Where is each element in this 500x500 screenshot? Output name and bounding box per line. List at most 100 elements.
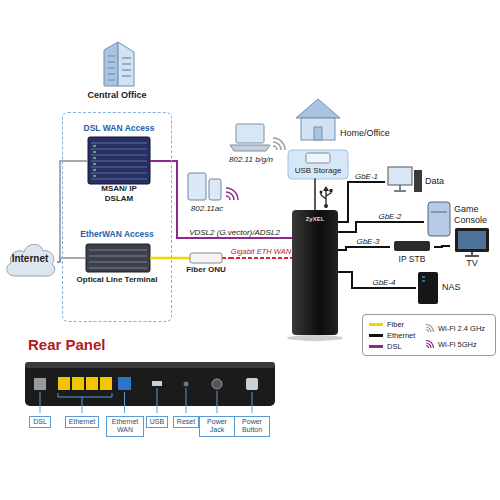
console-icon xyxy=(428,202,450,236)
router-shadow xyxy=(287,335,343,341)
legend-item: DSL xyxy=(369,341,402,351)
building-windows xyxy=(108,56,131,80)
edge-label: GbE-4 xyxy=(371,278,396,287)
stb-icon xyxy=(394,241,430,251)
port-label: USB xyxy=(146,416,168,428)
port-label: DSL xyxy=(29,416,51,428)
node-text: 802.11ac xyxy=(182,204,232,214)
olt-slots xyxy=(89,250,147,268)
ethernet-port xyxy=(72,377,84,390)
node-text: 802.11 b/g/n xyxy=(222,155,280,165)
house-body xyxy=(301,118,335,140)
node-text: Optical Line Terminal xyxy=(68,275,166,285)
legend-swatch xyxy=(369,345,383,348)
onu-box xyxy=(190,253,222,263)
legend-item: Wi-Fi 2.4 GHz xyxy=(425,323,485,333)
port-label: Power Button xyxy=(234,416,270,437)
onu-device: Fiber ONU xyxy=(182,252,230,275)
dslam-device: DSL WAN AccessMSAN/ IP DSLAM xyxy=(79,123,159,203)
power-jack xyxy=(212,379,222,389)
node-text: Internet xyxy=(3,253,57,265)
legend-swatch xyxy=(369,323,383,326)
port-label: Ethernet xyxy=(65,416,99,428)
node-text: Game Console xyxy=(454,204,494,226)
laptop-screen xyxy=(236,124,264,143)
rack-slots xyxy=(91,143,147,179)
usb-storage: USB Storage xyxy=(288,150,348,179)
tv-stand xyxy=(465,252,479,256)
node-text: Reset xyxy=(177,418,195,426)
dsl-port xyxy=(34,378,46,390)
usb-symbol xyxy=(324,204,328,208)
wifi-waves xyxy=(426,324,434,332)
pc-stand xyxy=(394,185,406,191)
leader-line xyxy=(40,388,252,413)
wan-port xyxy=(118,377,131,390)
node-text: USB Storage xyxy=(288,166,348,176)
connector xyxy=(230,257,292,259)
laptop: 802.11 b/g/n xyxy=(222,122,280,165)
node-text: Home/Office xyxy=(340,128,390,139)
connector xyxy=(159,161,292,238)
node-text: Fiber ONU xyxy=(182,265,230,275)
tablet-icon xyxy=(188,173,206,200)
wire-stub xyxy=(222,257,230,259)
rear-panel-top xyxy=(25,362,275,368)
edge-label: Gigabit ETH WAN xyxy=(230,248,292,257)
office-region: Central OfficeDSL WAN AccessMSAN/ IP DSL… xyxy=(62,38,172,322)
nas: NAS xyxy=(416,270,461,306)
ethernet-port xyxy=(100,377,112,390)
nas-leds xyxy=(422,277,425,281)
wifi-24-waves xyxy=(273,138,285,150)
wire-stub xyxy=(182,257,190,260)
reset-hole xyxy=(184,382,189,387)
ethernet-port xyxy=(58,377,70,390)
node-text: USB xyxy=(150,418,164,426)
wire-stub xyxy=(150,160,159,162)
node-text: Ethernet WAN xyxy=(110,418,140,435)
wire-stub xyxy=(68,257,86,259)
usb-storage-panel xyxy=(288,150,348,179)
dashed-frame xyxy=(62,112,172,322)
node-text: Power Button xyxy=(238,418,266,435)
port-label: Reset xyxy=(173,416,199,428)
legend-item: Wi-Fi 5GHz xyxy=(425,339,477,349)
node-text: Data xyxy=(425,176,444,187)
legend-wifi-icon xyxy=(425,340,435,349)
legend-item: Ethernet xyxy=(369,330,415,340)
tablet: 802.11ac xyxy=(182,170,232,214)
router: ZyXEL xyxy=(292,210,338,335)
connector xyxy=(314,179,316,210)
home-office: Home/Office xyxy=(296,98,390,139)
connector xyxy=(338,272,416,288)
edge-label: VDSL2 (G.vector)/ADSL2 xyxy=(188,228,281,237)
tv-screen xyxy=(458,231,486,249)
edge-label: GbE-1 xyxy=(354,172,379,181)
legend-item: Fiber xyxy=(369,319,404,329)
node-text: Ethernet xyxy=(69,418,95,426)
pc-monitor xyxy=(388,167,412,185)
house-door xyxy=(314,127,322,140)
tv: TV xyxy=(450,226,494,269)
node-text: IP STB xyxy=(390,254,434,264)
nas-icon xyxy=(418,272,438,304)
legend-text: Wi-Fi 2.4 GHz xyxy=(438,324,485,333)
set-top-box: IP STB xyxy=(390,240,434,264)
legend: FiberEthernetDSL Wi-Fi 2.4 GHzWi-Fi 5GHz xyxy=(362,314,496,356)
connector xyxy=(338,222,424,232)
node-text: Power Jack xyxy=(203,418,231,435)
connector xyxy=(434,246,450,247)
wire-stub xyxy=(150,257,166,260)
wifi-waves xyxy=(426,340,434,348)
wifi-5-waves xyxy=(226,188,238,200)
legend-text: Ethernet xyxy=(387,331,415,340)
node-text: MSAN/ IP DSLAM xyxy=(95,184,143,203)
usb-drive xyxy=(306,153,330,163)
node-text: ZyXEL xyxy=(292,216,338,223)
dslam-rack xyxy=(88,137,150,184)
rear-panel-body xyxy=(25,362,275,406)
internet-cloud: Internet xyxy=(3,236,57,282)
rack-leds xyxy=(93,146,96,176)
